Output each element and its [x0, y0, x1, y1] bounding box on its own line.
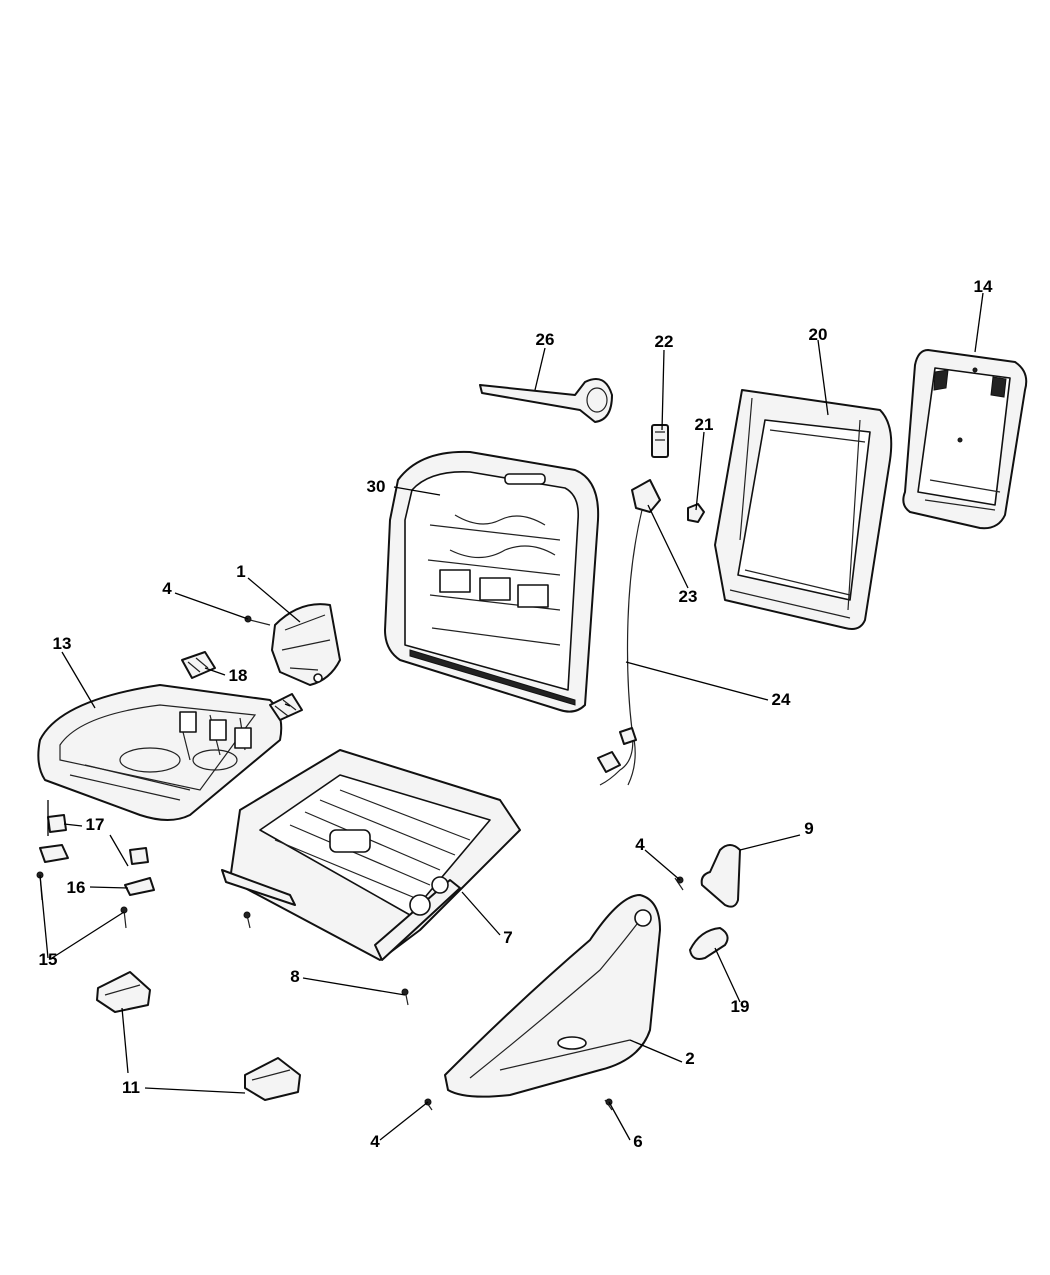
fasteners — [243, 615, 684, 1111]
part-26-bracket — [479, 378, 613, 423]
callout-23: 23 — [679, 587, 698, 606]
callout-labels: 1 2 4 4 4 6 7 8 9 11 13 14 15 16 17 18 1… — [39, 277, 993, 1151]
part-19-handle — [689, 927, 729, 960]
part-30-seat-back-frame — [384, 450, 600, 713]
callout-6: 6 — [633, 1132, 642, 1151]
callout-18: 18 — [229, 666, 248, 685]
callout-15: 15 — [39, 950, 58, 969]
callout-20: 20 — [809, 325, 828, 344]
part-16-brackets — [39, 844, 155, 896]
part-2-outboard-shield — [444, 894, 661, 1098]
callout-13: 13 — [53, 634, 72, 653]
callout-2: 2 — [685, 1049, 694, 1068]
part-17-bushings — [47, 814, 149, 865]
leader-lines — [39, 292, 984, 1141]
part-9-handle — [700, 844, 741, 908]
callout-17: 17 — [86, 815, 105, 834]
part-23-24-wire-harness — [597, 479, 661, 786]
callout-30: 30 — [367, 477, 386, 496]
callout-1: 1 — [236, 562, 245, 581]
callout-11: 11 — [122, 1078, 140, 1097]
callout-8: 8 — [290, 967, 299, 986]
callout-14: 14 — [974, 277, 993, 296]
part-20-back-panel — [714, 389, 893, 630]
callout-19: 19 — [731, 997, 750, 1016]
part-14-back-panel — [902, 349, 1028, 530]
callout-21: 21 — [695, 415, 714, 434]
callout-24: 24 — [772, 690, 791, 709]
part-1-shield — [271, 603, 341, 686]
part-7-seat-adjuster — [221, 749, 521, 961]
callout-4a: 4 — [162, 579, 172, 598]
callout-4c: 4 — [370, 1132, 380, 1151]
part-11-covers — [96, 971, 301, 1101]
callout-22: 22 — [655, 332, 674, 351]
callout-4b: 4 — [635, 835, 645, 854]
callout-9: 9 — [804, 819, 813, 838]
callout-7: 7 — [503, 928, 512, 947]
part-13-seat-cushion-pan — [37, 684, 283, 821]
part-18-clips — [181, 651, 303, 721]
part-22-switch — [651, 424, 669, 458]
callout-16: 16 — [67, 878, 86, 897]
callout-26: 26 — [536, 330, 555, 349]
